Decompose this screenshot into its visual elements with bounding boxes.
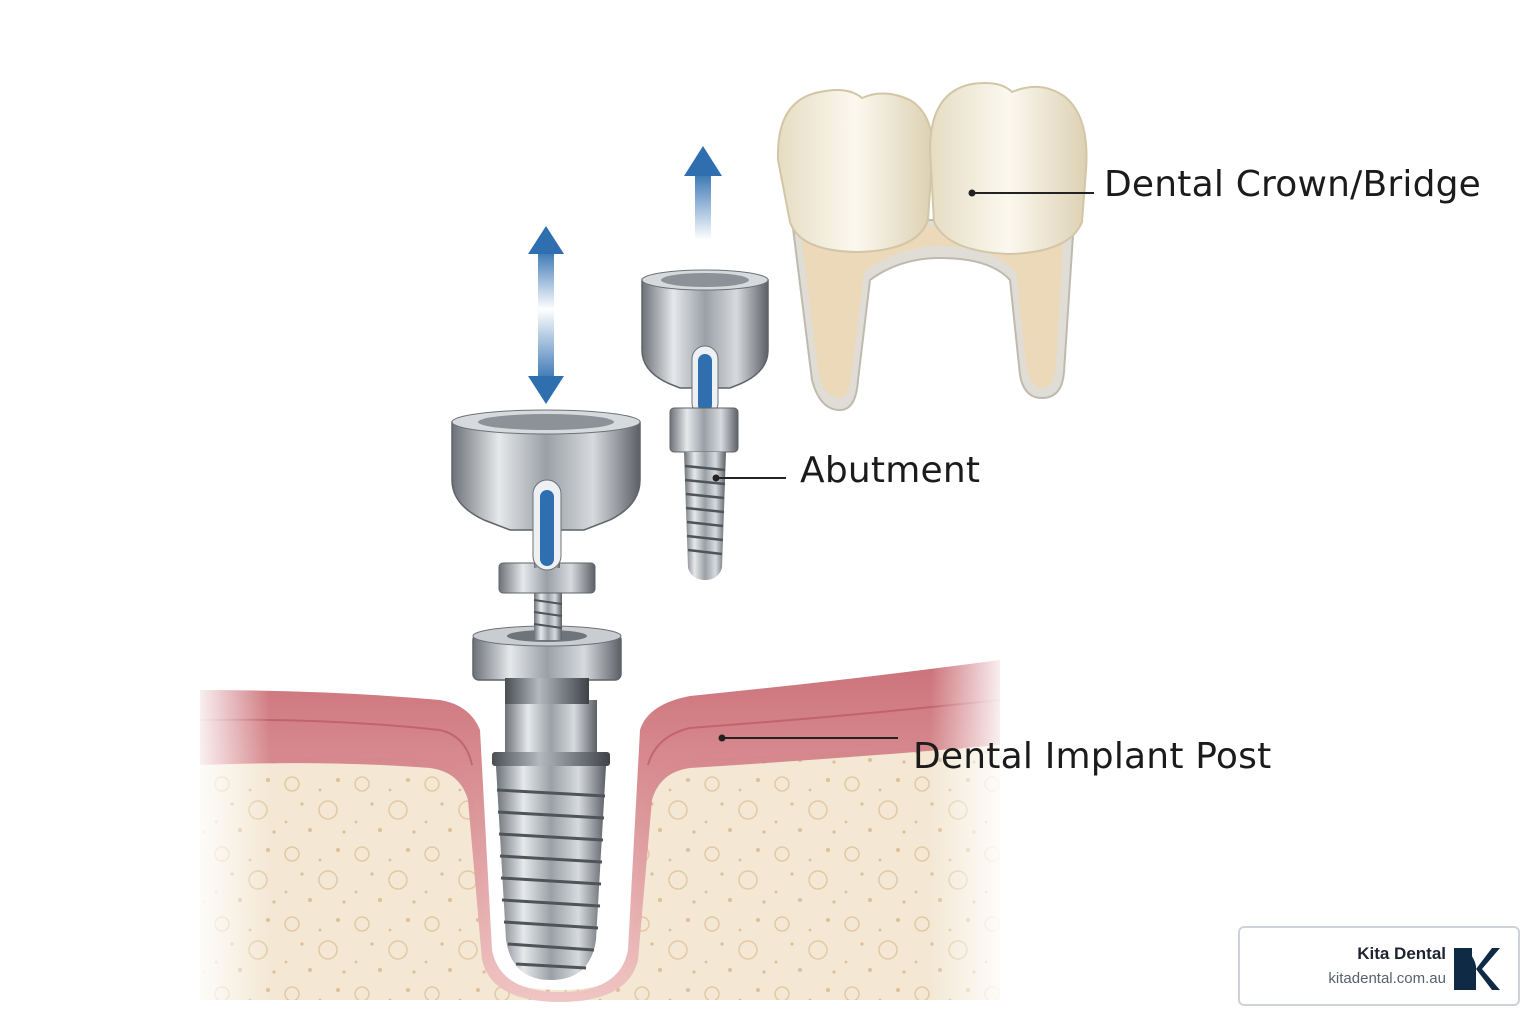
implant-threads	[496, 788, 606, 970]
implant-hex-nut	[472, 625, 622, 704]
abutment-label: Abutment	[800, 450, 981, 491]
leader-lines	[712, 189, 1094, 742]
small-abutment	[641, 269, 769, 580]
double-arrow	[528, 226, 564, 404]
bone	[200, 742, 1000, 1000]
brand-badge: Kita Dental kitadental.com.au	[1238, 926, 1520, 1006]
crown-bridge-label: Dental Crown/Bridge	[1104, 164, 1482, 205]
large-abutment-cap	[451, 409, 641, 571]
fade-right	[930, 640, 1010, 1020]
up-arrow	[684, 146, 722, 240]
gum	[200, 660, 1000, 1002]
implant-collar-ring	[492, 752, 610, 766]
implant-collar	[505, 700, 597, 760]
implant-post	[492, 700, 610, 980]
brand-logo-icon	[1454, 948, 1500, 990]
crown-bridge	[776, 82, 1088, 412]
fade-left	[190, 640, 270, 1020]
jaw-cross-section	[190, 640, 1010, 1020]
crown-tooth-right	[928, 82, 1088, 256]
crown-tooth-left	[776, 89, 934, 254]
implant-post-label: Dental Implant Post	[913, 736, 1272, 777]
brand-name: Kita Dental	[1357, 944, 1446, 963]
crown-root-dentin	[800, 226, 1064, 398]
brand-url: kitadental.com.au	[1328, 970, 1446, 987]
